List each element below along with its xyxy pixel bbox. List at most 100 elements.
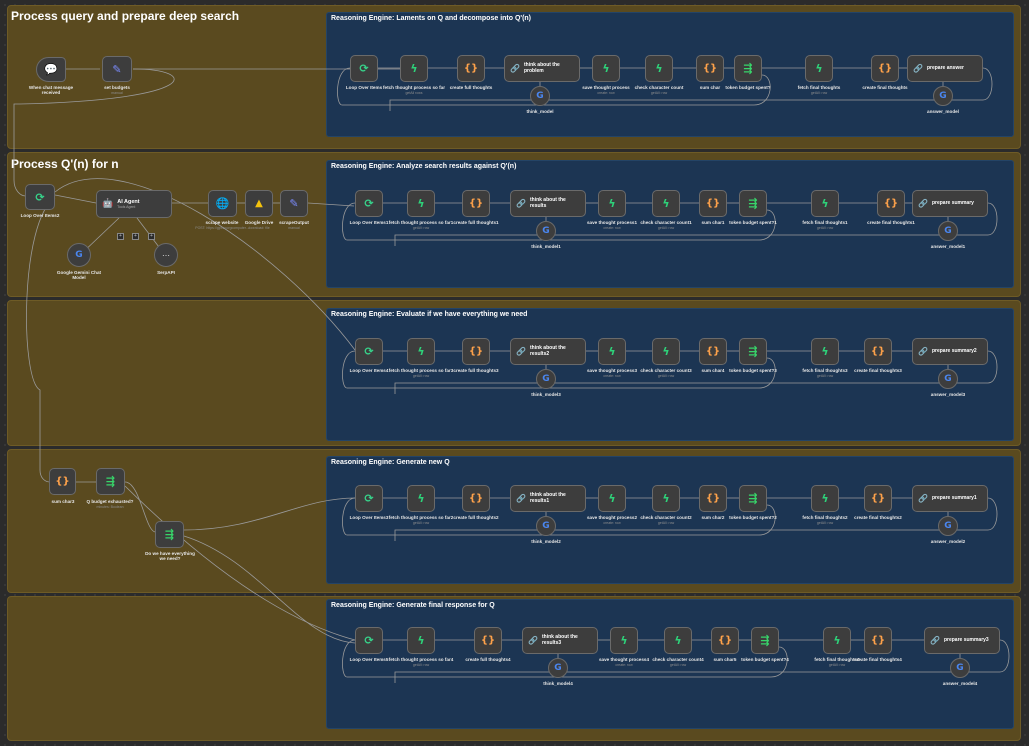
engine3-think-node[interactable]: 🔗think about the results2 — [510, 338, 586, 365]
engine4-fetch-final-node[interactable]: ϟ — [811, 485, 839, 512]
engine2-answer-model-node[interactable]: G — [938, 221, 958, 241]
engine3-answer-model-node[interactable]: G — [938, 369, 958, 389]
engine1-save-node[interactable]: ϟ — [592, 55, 620, 82]
engine1-create-final-node[interactable]: {} — [871, 55, 899, 82]
engine1-loop-node[interactable]: ⟳ — [350, 55, 378, 82]
bolt-icon: ϟ — [602, 62, 610, 75]
engine1-budget-node[interactable]: ⇶ — [734, 55, 762, 82]
engine1-think-node[interactable]: 🔗think about the problem — [504, 55, 580, 82]
ai-agent-node[interactable]: 🤖 AI Agent Tools Agent — [96, 190, 172, 218]
engine1-sum-node[interactable]: {} — [696, 55, 724, 82]
engine1-fetch-final-label: fetch final thoughts — [797, 85, 841, 90]
q-budget-exhausted-node[interactable]: ⇶ — [96, 468, 125, 495]
engine5-create-node[interactable]: {} — [474, 627, 502, 654]
engine4-think-model-node[interactable]: G — [536, 516, 556, 536]
engine4-budget-node[interactable]: ⇶ — [739, 485, 767, 512]
engine3-loop-node[interactable]: ⟳ — [355, 338, 383, 365]
engine3-check-node[interactable]: ϟ — [652, 338, 680, 365]
scrape-website-node[interactable]: 🌐 — [208, 190, 237, 217]
engine2-think-model-node[interactable]: G — [536, 221, 556, 241]
engine2-sum-node[interactable]: {} — [699, 190, 727, 217]
engine-panel-3[interactable] — [326, 308, 1014, 441]
set-budgets-node[interactable]: ✎ — [102, 56, 132, 82]
engine-panel-2[interactable] — [326, 160, 1014, 288]
engine2-fetch-final-node[interactable]: ϟ — [811, 190, 839, 217]
engine3-fetch-sub: getAll: row — [412, 374, 430, 378]
engine4-save-node[interactable]: ϟ — [598, 485, 626, 512]
engine1-think-model-node[interactable]: G — [530, 86, 550, 106]
bolt-icon: ϟ — [662, 345, 670, 358]
engine4-answer-model-label: answer_model2 — [930, 539, 966, 544]
engine3-think-model-node[interactable]: G — [536, 369, 556, 389]
scrape-output-node[interactable]: ✎ — [280, 190, 308, 217]
engine4-create-final-node[interactable]: {} — [864, 485, 892, 512]
engine2-think-node[interactable]: 🔗think about the results — [510, 190, 586, 217]
globe-icon: 🌐 — [215, 197, 230, 210]
google-drive-node[interactable]: ▲ — [245, 190, 273, 217]
gemini-chat-model-node[interactable]: G — [67, 243, 91, 267]
engine4-prepare-node[interactable]: 🔗prepare summary1 — [912, 485, 988, 512]
serpapi-node[interactable]: ⋯ — [154, 243, 178, 267]
engine3-sum-node[interactable]: {} — [699, 338, 727, 365]
engine2-check-node[interactable]: ϟ — [652, 190, 680, 217]
engine2-loop-node[interactable]: ⟳ — [355, 190, 383, 217]
engine5-fetch-final-node[interactable]: ϟ — [823, 627, 851, 654]
engine3-save-node[interactable]: ϟ — [598, 338, 626, 365]
add-model-button[interactable]: + — [117, 233, 124, 240]
engine2-create-final-node[interactable]: {} — [877, 190, 905, 217]
engine4-loop-node[interactable]: ⟳ — [355, 485, 383, 512]
engine1-answer-model-node[interactable]: G — [933, 86, 953, 106]
engine2-budget-node[interactable]: ⇶ — [739, 190, 767, 217]
loop-over-items2-node[interactable]: ⟳ — [25, 184, 55, 210]
engine3-prepare-node[interactable]: 🔗prepare summary2 — [912, 338, 988, 365]
engine5-check-label: check character count4 — [652, 657, 704, 662]
engine5-budget-node[interactable]: ⇶ — [751, 627, 779, 654]
engine3-budget-node[interactable]: ⇶ — [739, 338, 767, 365]
engine2-save-node[interactable]: ϟ — [598, 190, 626, 217]
sum-char3-node[interactable]: {} — [49, 468, 76, 495]
engine5-think-model-node[interactable]: G — [548, 658, 568, 678]
link-icon: 🔗 — [516, 493, 526, 503]
engine5-sum-node[interactable]: {} — [711, 627, 739, 654]
engine1-prepare-node[interactable]: 🔗prepare answer — [907, 55, 983, 82]
code-braces-icon: {} — [877, 62, 893, 74]
engine3-fetch-final-node[interactable]: ϟ — [811, 338, 839, 365]
engine1-fetch-node[interactable]: ϟ — [400, 55, 428, 82]
engine1-create-node[interactable]: {} — [457, 55, 485, 82]
add-memory-button[interactable]: + — [132, 233, 139, 240]
engine5-create-final-node[interactable]: {} — [864, 627, 892, 654]
engine5-answer-model-node[interactable]: G — [950, 658, 970, 678]
engine4-fetch-node[interactable]: ϟ — [407, 485, 435, 512]
engine4-check-node[interactable]: ϟ — [652, 485, 680, 512]
engine5-prepare-node[interactable]: 🔗prepare summary3 — [924, 627, 1000, 654]
link-icon: 🔗 — [528, 635, 538, 645]
engine2-think-label: think about the results — [529, 196, 566, 209]
engine-panel-5[interactable] — [326, 599, 1014, 729]
engine2-prepare-node[interactable]: 🔗prepare summary — [912, 190, 988, 217]
engine4-think-node[interactable]: 🔗think about the results1 — [510, 485, 586, 512]
engine2-fetch-node[interactable]: ϟ — [407, 190, 435, 217]
engine2-create-node[interactable]: {} — [462, 190, 490, 217]
engine1-fetch-final-node[interactable]: ϟ — [805, 55, 833, 82]
engine5-save-sub: create: row — [615, 663, 633, 667]
engine5-fetch-node[interactable]: ϟ — [407, 627, 435, 654]
engine3-create-node[interactable]: {} — [462, 338, 490, 365]
bolt-icon: ϟ — [674, 634, 682, 647]
chat-trigger-node[interactable]: 💬 — [36, 57, 66, 82]
engine3-create-final-node[interactable]: {} — [864, 338, 892, 365]
engine5-check-node[interactable]: ϟ — [664, 627, 692, 654]
engine1-check-node[interactable]: ϟ — [645, 55, 673, 82]
engine2-fetch-final-sub: getAll: row — [816, 226, 834, 230]
engine-panel-4[interactable] — [326, 456, 1014, 584]
engine3-fetch-node[interactable]: ϟ — [407, 338, 435, 365]
engine5-loop-node[interactable]: ⟳ — [355, 627, 383, 654]
engine5-save-node[interactable]: ϟ — [610, 627, 638, 654]
engine4-answer-model-node[interactable]: G — [938, 516, 958, 536]
engine5-think-node[interactable]: 🔗think about the results3 — [522, 627, 598, 654]
engine4-create-node[interactable]: {} — [462, 485, 490, 512]
have-everything-node[interactable]: ⇶ — [155, 521, 184, 548]
engine4-sum-node[interactable]: {} — [699, 485, 727, 512]
add-tool-button[interactable]: + — [148, 233, 155, 240]
